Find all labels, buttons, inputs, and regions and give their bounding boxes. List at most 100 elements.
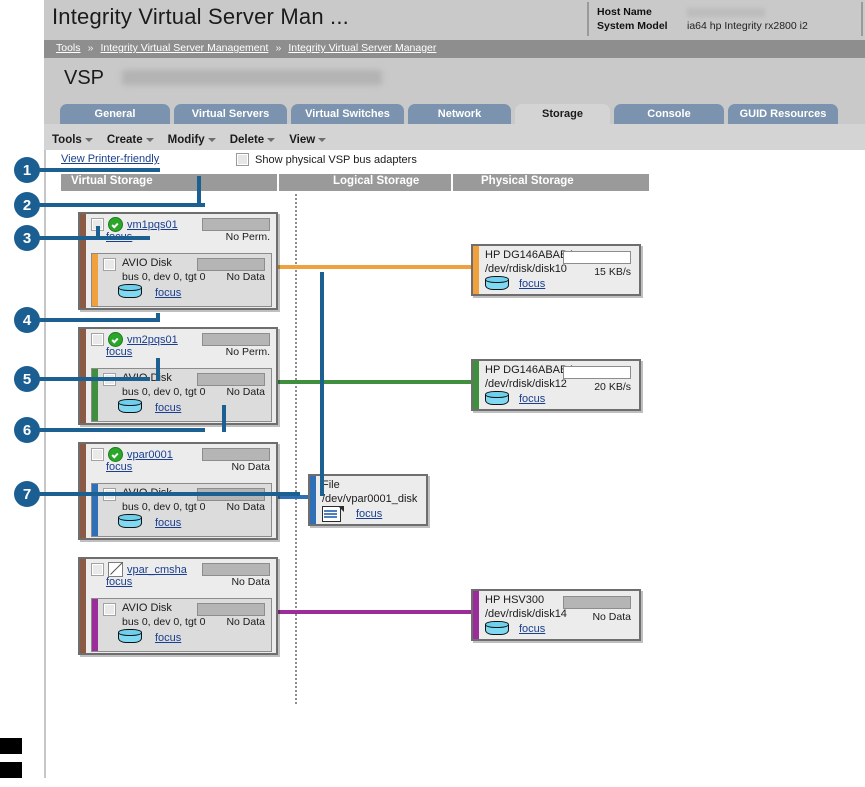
virtual-server-status: No Perm. bbox=[225, 231, 270, 243]
breadcrumb-item-manager[interactable]: Integrity Virtual Server Manager bbox=[288, 42, 437, 54]
logical-storage-device: /dev/vpar0001_disk bbox=[322, 493, 418, 505]
tab-guid-resources[interactable]: GUID Resources bbox=[728, 104, 838, 124]
physical-storage-focus-link[interactable]: focus bbox=[519, 623, 546, 635]
virtual-server-checkbox[interactable] bbox=[91, 448, 104, 461]
physical-storage-focus-link[interactable]: focus bbox=[519, 393, 546, 405]
virtual-server-focus-link[interactable]: focus bbox=[106, 461, 133, 473]
menu-item-modify[interactable]: Modify bbox=[168, 134, 216, 146]
callout-badge-6: 6 bbox=[14, 417, 40, 443]
callout-badge-7: 7 bbox=[14, 481, 40, 507]
chevron-down-icon bbox=[267, 137, 276, 142]
callout-badge-4: 4 bbox=[14, 307, 40, 333]
menu-item-tools[interactable]: Tools bbox=[52, 134, 93, 146]
vsp-label: VSP bbox=[64, 67, 105, 89]
menu-item-label: View bbox=[289, 134, 316, 146]
tab-storage[interactable]: Storage bbox=[515, 104, 610, 124]
menu-bar: Tools Create Modify Delete View bbox=[44, 130, 865, 150]
avio-disk-address: bus 0, dev 0, tgt 0 bbox=[122, 271, 206, 283]
host-info-panel: Host Name System Model ia64 hp Integrity… bbox=[587, 2, 863, 36]
virtual-server-name-link[interactable]: vm1pqs01 bbox=[127, 218, 178, 231]
view-printer-friendly-link[interactable]: View Printer-friendly bbox=[61, 153, 160, 165]
virtual-server-name-link[interactable]: vm2pqs01 bbox=[127, 333, 178, 346]
tab-general[interactable]: General bbox=[60, 104, 170, 124]
callout-elbow-6 bbox=[222, 405, 226, 432]
physical-storage-model: HP DG146ABAB4 bbox=[485, 249, 574, 261]
virtual-server-checkbox[interactable] bbox=[91, 333, 104, 346]
avio-disk-checkbox[interactable] bbox=[103, 603, 116, 616]
avio-disk-usage-meter bbox=[197, 373, 265, 386]
avio-disk-focus-link[interactable]: focus bbox=[155, 287, 182, 299]
physical-storage-card[interactable]: HP DG146ABAB4/dev/rdisk/disk10 focus 15 KB… bbox=[471, 244, 641, 296]
avio-disk-status: No Data bbox=[226, 616, 265, 628]
avio-color-band bbox=[92, 484, 98, 536]
vsp-name-redacted bbox=[122, 70, 382, 85]
tab-console[interactable]: Console bbox=[614, 104, 724, 124]
avio-disk-status: No Data bbox=[226, 501, 265, 513]
logical-storage-focus-link[interactable]: focus bbox=[356, 508, 383, 520]
status-disabled-icon bbox=[108, 562, 123, 577]
physical-storage-status: 20 KB/s bbox=[594, 381, 631, 393]
tab-virtual-servers[interactable]: Virtual Servers bbox=[174, 104, 287, 124]
physical-storage-device: /dev/rdisk/disk12 bbox=[485, 378, 567, 390]
breadcrumb-separator-2: » bbox=[275, 42, 282, 54]
tab-virtual-switches[interactable]: Virtual Switches bbox=[291, 104, 404, 124]
logical-storage-type: File bbox=[322, 479, 340, 491]
show-physical-adapters-control[interactable]: Show physical VSP bus adapters bbox=[236, 153, 417, 166]
status-ok-icon bbox=[108, 447, 123, 462]
column-divider-2 bbox=[451, 174, 453, 191]
status-ok-icon bbox=[108, 217, 123, 232]
virtual-server-name-link[interactable]: vpar_cmsha bbox=[127, 563, 187, 576]
virtual-server-header: vm1pqs01focusNo Perm. bbox=[80, 214, 276, 251]
disk-icon bbox=[118, 629, 144, 645]
physical-storage-device: /dev/rdisk/disk10 bbox=[485, 263, 567, 275]
menu-item-view[interactable]: View bbox=[289, 134, 327, 146]
card-color-band bbox=[80, 559, 86, 653]
avio-disk-checkbox[interactable] bbox=[103, 258, 116, 271]
avio-disk-usage-meter bbox=[197, 603, 265, 616]
callout-badge-3: 3 bbox=[14, 225, 40, 251]
virtual-server-usage-meter bbox=[202, 333, 270, 346]
show-physical-adapters-checkbox[interactable] bbox=[236, 153, 249, 166]
callout-leader-3 bbox=[38, 236, 150, 240]
breadcrumb-item-tools[interactable]: Tools bbox=[56, 42, 81, 54]
chevron-down-icon bbox=[318, 137, 327, 142]
column-header-row: Virtual Storage Logical Storage Physical… bbox=[61, 174, 649, 191]
avio-disk-focus-link[interactable]: focus bbox=[155, 402, 182, 414]
chevron-down-icon bbox=[207, 137, 216, 142]
avio-disk-focus-link[interactable]: focus bbox=[155, 632, 182, 644]
footer-mark-2 bbox=[0, 762, 22, 778]
host-name-value bbox=[687, 5, 765, 19]
system-model-value: ia64 hp Integrity rx2800 i2 bbox=[687, 20, 808, 32]
physical-storage-focus-link[interactable]: focus bbox=[519, 278, 546, 290]
physical-storage-status: 15 KB/s bbox=[594, 266, 631, 278]
avio-disk-status: No Data bbox=[226, 271, 265, 283]
virtual-server-checkbox[interactable] bbox=[91, 563, 104, 576]
physical-color-band bbox=[473, 361, 479, 409]
virtual-server-focus-link[interactable]: focus bbox=[106, 346, 133, 358]
virtual-server-status: No Data bbox=[231, 461, 270, 473]
column-header-physical-storage: Physical Storage bbox=[481, 175, 574, 187]
title-bar: Integrity Virtual Server Man ... Host Na… bbox=[44, 0, 865, 40]
breadcrumb-item-management[interactable]: Integrity Virtual Server Management bbox=[100, 42, 269, 54]
virtual-server-focus-link[interactable]: focus bbox=[106, 576, 133, 588]
avio-disk-focus-link[interactable]: focus bbox=[155, 517, 182, 529]
application-window: Integrity Virtual Server Man ... Host Na… bbox=[44, 0, 865, 778]
physical-storage-model: HP HSV300 bbox=[485, 594, 545, 606]
menu-item-create[interactable]: Create bbox=[107, 134, 154, 146]
virtual-server-usage-meter bbox=[202, 448, 270, 461]
callout-leader-4 bbox=[38, 318, 160, 322]
virtual-server-name-link[interactable]: vpar0001 bbox=[127, 448, 173, 461]
callout-leader-1 bbox=[38, 168, 160, 172]
menu-item-delete[interactable]: Delete bbox=[230, 134, 276, 146]
tab-network[interactable]: Network bbox=[408, 104, 511, 124]
